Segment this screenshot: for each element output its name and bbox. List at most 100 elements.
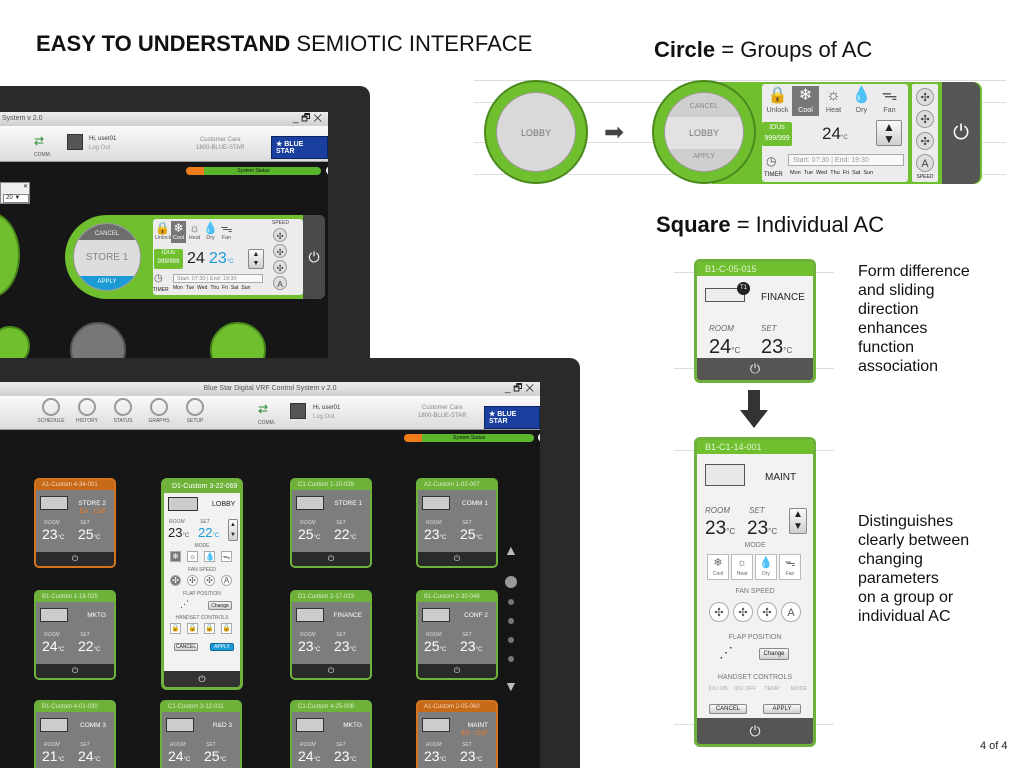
cancel-button[interactable]: CANCEL: [709, 704, 747, 714]
comm-icon[interactable]: ⇄: [34, 134, 45, 148]
group-circle-left[interactable]: [0, 212, 20, 298]
page-dot[interactable]: [508, 618, 514, 624]
fan-auto-icon[interactable]: A: [221, 575, 232, 586]
day-fri[interactable]: Fri: [222, 285, 228, 291]
apply-button[interactable]: APPLY: [210, 643, 234, 651]
flap-change-button[interactable]: Change: [208, 601, 232, 610]
power-button[interactable]: ⏻: [697, 358, 813, 380]
day-wed[interactable]: Wed: [197, 285, 208, 291]
power-button[interactable]: ⏻: [292, 552, 370, 566]
day-mon[interactable]: Mon: [173, 285, 183, 291]
power-button[interactable]: ⏻: [697, 718, 813, 744]
power-button[interactable]: ⏻: [418, 664, 496, 678]
day-sun[interactable]: Sun: [241, 285, 251, 291]
cancel-button[interactable]: CANCEL: [665, 93, 743, 117]
mode-dry-button[interactable]: 💧Dry: [203, 221, 218, 243]
group-circle-closed[interactable]: LOBBY: [484, 80, 588, 184]
fan-speed-3-icon[interactable]: ✣: [204, 575, 215, 586]
logout-link[interactable]: Log Out: [313, 414, 335, 420]
toolbar-graphs-button[interactable]: GRAPHS: [142, 398, 176, 424]
group-dial[interactable]: CANCEL LOBBY APPLY: [664, 92, 744, 172]
handset-control-2-icon[interactable]: 🔒: [187, 623, 198, 634]
mode-cool-button[interactable]: ❄Cool: [792, 86, 819, 116]
window-controls[interactable]: _ 🗗 ✕: [504, 383, 534, 394]
mode-dry-button[interactable]: 💧Dry: [848, 86, 875, 116]
help-icon[interactable]: ?: [326, 166, 328, 175]
mode-heat-button[interactable]: ☼Heat: [731, 554, 753, 580]
group-dial[interactable]: CANCEL STORE 1 APPLY: [73, 223, 141, 291]
fan-auto-icon[interactable]: A: [916, 154, 934, 172]
page-dot-active[interactable]: [505, 576, 517, 588]
mode-heat-button[interactable]: ☼Heat: [820, 86, 847, 116]
filter-close-icon[interactable]: ✕: [22, 184, 28, 190]
temp-stepper[interactable]: ▲▼: [789, 508, 807, 534]
day-wed[interactable]: Wed: [815, 170, 828, 176]
power-button[interactable]: ⏻: [292, 664, 370, 678]
temp-stepper[interactable]: ▲▼: [248, 249, 264, 269]
page-dot[interactable]: [508, 656, 514, 662]
power-button[interactable]: ⏻: [418, 552, 496, 566]
handset-idu-on[interactable]: IDU ON: [708, 686, 728, 692]
toolbar-history-button[interactable]: HISTORY: [70, 398, 104, 424]
mode-unlock-button[interactable]: 🔒Unlock: [155, 221, 171, 243]
day-fri[interactable]: Fri: [842, 170, 850, 176]
page-dot[interactable]: [508, 599, 514, 605]
mode-cool-button[interactable]: ❄Cool: [707, 554, 729, 580]
day-sat[interactable]: Sat: [230, 285, 239, 291]
fan-speed-3-icon[interactable]: ✣: [273, 260, 287, 274]
day-thu[interactable]: Thu: [830, 170, 840, 176]
mode-fan-button[interactable]: ᯓ: [221, 551, 232, 562]
mode-dry-button[interactable]: 💧: [204, 551, 215, 562]
fan-speed-3-icon[interactable]: ✣: [916, 132, 934, 150]
power-button[interactable]: ⏻: [164, 671, 240, 687]
apply-button[interactable]: APPLY: [665, 149, 743, 171]
fan-speed-2-icon[interactable]: ✣: [273, 244, 287, 258]
mode-unlock-button[interactable]: 🔒Unlock: [764, 86, 791, 116]
handset-idu-off[interactable]: IDU OFF: [734, 686, 756, 692]
mode-dry-button[interactable]: 💧Dry: [755, 554, 777, 580]
cancel-button[interactable]: CANCEL: [74, 224, 140, 240]
handset-control-3-icon[interactable]: 🔒: [204, 623, 215, 634]
fan-speed-2-icon[interactable]: ✣: [916, 110, 934, 128]
day-sun[interactable]: Sun: [863, 170, 874, 176]
handset-control-4-icon[interactable]: 🔒: [221, 623, 232, 634]
fan-auto-icon[interactable]: A: [781, 602, 801, 622]
scroll-up-icon[interactable]: ▲: [504, 542, 518, 558]
mode-heat-button[interactable]: ☼: [187, 551, 198, 562]
mode-cool-button[interactable]: ❄: [170, 551, 181, 562]
handset-mode[interactable]: MODE: [790, 686, 808, 692]
day-mon[interactable]: Mon: [790, 170, 801, 176]
filter-select[interactable]: 20 ▼: [3, 194, 29, 203]
comm-icon[interactable]: ⇄: [258, 402, 269, 416]
square-tile-finance[interactable]: B1-C-05-015 T1 FINANCE ROOM SET 24°C 23°…: [694, 259, 816, 383]
fan-speed-1-icon[interactable]: ✣: [916, 88, 934, 106]
power-button[interactable]: ⏻: [36, 552, 114, 566]
fan-speed-1-icon[interactable]: ✣: [170, 575, 181, 586]
group-circle-open[interactable]: CANCEL LOBBY APPLY: [652, 80, 756, 184]
day-thu[interactable]: Thu: [210, 285, 219, 291]
fan-speed-2-icon[interactable]: ✣: [733, 602, 753, 622]
toolbar-schedule-button[interactable]: SCHEDULE: [34, 398, 68, 424]
fan-speed-3-icon[interactable]: ✣: [757, 602, 777, 622]
apply-button[interactable]: APPLY: [74, 276, 140, 290]
logout-link[interactable]: Log Out: [89, 145, 111, 151]
fan-speed-1-icon[interactable]: ✣: [273, 228, 287, 242]
apply-button[interactable]: APPLY: [763, 704, 801, 714]
help-icon[interactable]: ?: [538, 433, 540, 442]
timer-range[interactable]: Start: 07:30 | End: 19:30: [788, 154, 904, 166]
timer-range[interactable]: Start: 07:30 | End: 19:30: [173, 274, 263, 283]
scroll-down-icon[interactable]: ▼: [504, 678, 518, 694]
handset-control-1-icon[interactable]: 🔒: [170, 623, 181, 634]
